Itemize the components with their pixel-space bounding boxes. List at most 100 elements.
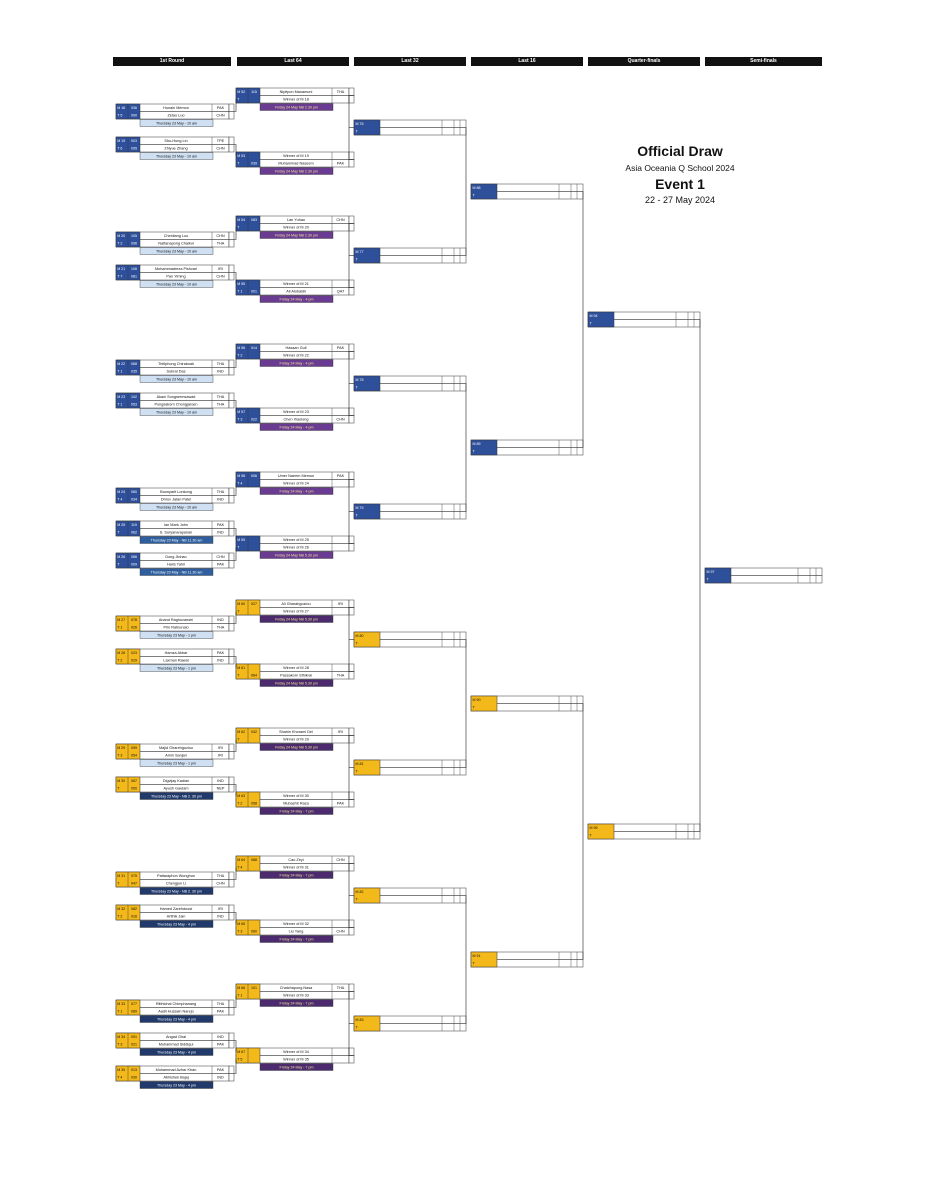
time-bar — [259, 871, 334, 879]
seed-1: 014 — [251, 346, 257, 350]
player-2-name: Winner of M 33 — [283, 994, 309, 998]
seed-2: 039 — [251, 162, 257, 166]
bracket-line — [234, 483, 237, 496]
match-time: Thursday 23 May - 4 pm — [157, 1083, 196, 1087]
last16-match-m90: M 90T — [470, 695, 584, 712]
player-2-country: CHN — [336, 930, 344, 934]
time-bar — [139, 408, 214, 416]
player-2-name: Zetao Luo — [167, 114, 184, 118]
player-1-country: IRI — [218, 746, 223, 750]
time-bar — [259, 359, 334, 367]
match-number: M 25 — [117, 523, 125, 527]
player-1-name: Thitiphong Chiraboak — [158, 362, 194, 366]
match-time: Thursday 23 May - 10 am — [156, 121, 197, 125]
match-id-cell — [470, 439, 498, 456]
time-bar — [139, 375, 214, 383]
player-1-country: THA — [337, 986, 345, 990]
match-number: M 67 — [237, 1050, 245, 1054]
table-number: T 2 — [117, 915, 122, 919]
header-last-64: Last 64 — [237, 57, 349, 66]
player-1-country: PAK — [337, 346, 345, 350]
event-name: Event 1 — [655, 176, 705, 192]
table-number: T — [117, 787, 120, 791]
seed-1: 091 — [131, 1035, 137, 1039]
player-2-name: Aadil Hussain Narejo — [158, 1010, 193, 1014]
match-number: M 22 — [117, 362, 125, 366]
player-2-name: Zhiyue Zhang — [164, 147, 187, 151]
match-time: Friday 24 May NB 5.30 pm — [275, 681, 318, 685]
table-number: T 4 — [237, 482, 242, 486]
player-1-name: Winner of M 34 — [283, 1050, 309, 1054]
player-1-country: THA — [337, 90, 345, 94]
player-2-country: IND — [217, 370, 224, 374]
table-number: T — [237, 98, 240, 102]
time-bar — [259, 807, 334, 815]
player-1-name: Boonyarit Lonkong — [160, 490, 192, 494]
bracket-line — [234, 1059, 237, 1074]
player-2-name: Prin Ratnunalo — [163, 626, 188, 630]
last32-match-m77: M 77T — [353, 247, 467, 264]
player-1-country: PAK — [217, 106, 225, 110]
match-number: M 28 — [117, 651, 125, 655]
last32-match-m78: M 78T — [353, 375, 467, 392]
player-2-country: CHN — [216, 882, 224, 886]
player-2-name: Subrat Das — [167, 370, 186, 374]
player-1-name: Hamed Zarehdoost — [160, 907, 193, 911]
match-id-cell — [470, 695, 498, 712]
time-bar — [139, 119, 214, 127]
match-number: M 90 — [473, 698, 481, 702]
bracket-line — [234, 272, 237, 284]
player-2-country: THA — [337, 674, 345, 678]
time-bar — [139, 536, 214, 544]
seed-2: 016 — [131, 915, 137, 919]
player-2-name: Hrithik Jain — [167, 915, 186, 919]
player-1-name: Mohammadreza Pishvari — [155, 267, 197, 271]
time-bar — [139, 1048, 214, 1056]
player-2-country: IND — [217, 659, 224, 663]
time-bar — [139, 920, 214, 928]
match-time: Friday 24 May - 7 pm — [280, 1065, 314, 1069]
player-1-country: PAK — [217, 1068, 225, 1072]
time-bar — [139, 503, 214, 511]
table-number: T — [356, 514, 359, 518]
seed-2: 021 — [131, 1043, 137, 1047]
seed-1: 080 — [131, 490, 137, 494]
table-number: T 6 — [117, 147, 122, 151]
table-number: T — [707, 578, 710, 582]
player-1-name: Digvijay Kadian — [163, 779, 189, 783]
player-1-name: Winner of M 23 — [283, 410, 309, 414]
match-number: M 59 — [237, 538, 245, 542]
bracket-line — [234, 912, 237, 924]
match-time: Friday 24 May NB 2.30 pm — [275, 105, 318, 109]
seed-1: 105 — [131, 234, 137, 238]
player-2-name: Haris Tahir — [167, 563, 186, 567]
seed-1: 119 — [131, 523, 137, 527]
seed-2: 058 — [251, 802, 257, 806]
player-1-name: Akani Songsermsawad — [157, 395, 196, 399]
player-1-country: IND — [217, 618, 224, 622]
time-bar — [259, 295, 334, 303]
seed-2: 062 — [131, 531, 137, 535]
match-time: Friday 24 May NB 5.30 pm — [275, 553, 318, 557]
player-1-name: Winner of M 25 — [283, 538, 309, 542]
seed-1: 013 — [131, 1068, 137, 1072]
player-1-country: IRI — [218, 267, 223, 271]
time-bar — [139, 280, 214, 288]
match-number: M 33 — [117, 1002, 125, 1006]
player-1-country: PAK — [337, 474, 345, 478]
seed-1: 102 — [131, 395, 137, 399]
table-number: T 3 — [237, 930, 242, 934]
time-bar — [259, 551, 334, 559]
player-1-country: CHN — [216, 234, 224, 238]
seed-1: 101 — [251, 986, 257, 990]
player-2-name: Pongsakorn Chongjaroen — [154, 403, 197, 407]
last32-match-m76: M 76T — [353, 119, 467, 136]
seed-2: 029 — [131, 659, 137, 663]
table-number: T — [356, 130, 359, 134]
seed-2: 035 — [131, 370, 137, 374]
